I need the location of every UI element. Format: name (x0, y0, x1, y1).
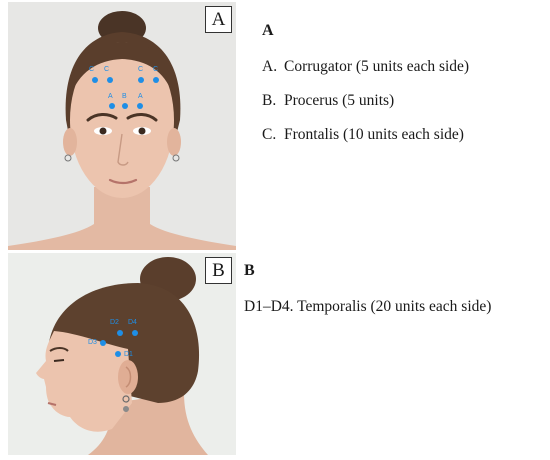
injection-point-temporalis (117, 330, 123, 336)
frontal-face-photo: C C C C A B A A (8, 2, 236, 250)
point-label: B (122, 93, 127, 100)
point-label: C (153, 66, 159, 73)
legend-letter: B. (262, 92, 277, 109)
injection-point-frontalis (153, 77, 159, 83)
point-label: D4 (128, 319, 137, 326)
legend-item-corrugator: A. Corrugator (5 units each side) (262, 58, 469, 76)
legend-item-frontalis: C. Frontalis (10 units each side) (262, 126, 464, 144)
point-label: D1 (124, 351, 133, 358)
injection-point-frontalis (107, 77, 113, 83)
point-label: A (138, 93, 143, 100)
injection-point-temporalis (132, 330, 138, 336)
panel-b-legend: B D1–D4. Temporalis (20 units each side) (244, 262, 548, 322)
point-label: C (138, 66, 144, 73)
point-label: D3 (88, 339, 97, 346)
point-label: C (104, 66, 110, 73)
panel-a-badge: A (205, 6, 232, 33)
legend-text: Corrugator (5 units each side) (284, 58, 470, 75)
legend-text: Frontalis (10 units each side) (284, 126, 464, 143)
injection-point-frontalis (92, 77, 98, 83)
legend-text: Procerus (5 units) (284, 92, 395, 109)
injection-point-corrugator (137, 103, 143, 109)
panel-b-heading: B (244, 262, 255, 279)
legend-item-procerus: B. Procerus (5 units) (262, 92, 394, 110)
panel-a-heading: A (262, 22, 274, 39)
point-label: A (108, 93, 113, 100)
point-label: C (89, 66, 95, 73)
profile-face-illustration (8, 253, 236, 455)
injection-point-corrugator (109, 103, 115, 109)
panel-b-badge: B (205, 257, 232, 284)
injection-point-temporalis (100, 340, 106, 346)
panel-a-legend: A A. Corrugator (5 units each side) B. Pro… (262, 22, 542, 162)
legend-letter: A. (262, 58, 278, 75)
legend-item-temporalis: D1–D4. Temporalis (20 units each side) (244, 298, 492, 315)
injection-point-frontalis (138, 77, 144, 83)
injection-point-procerus (122, 103, 128, 109)
profile-face-photo: D2 D4 D3 D1 B (8, 253, 236, 455)
frontal-face-illustration (8, 2, 236, 250)
point-label: D2 (110, 319, 119, 326)
legend-letter: C. (262, 126, 277, 143)
injection-point-temporalis (115, 351, 121, 357)
